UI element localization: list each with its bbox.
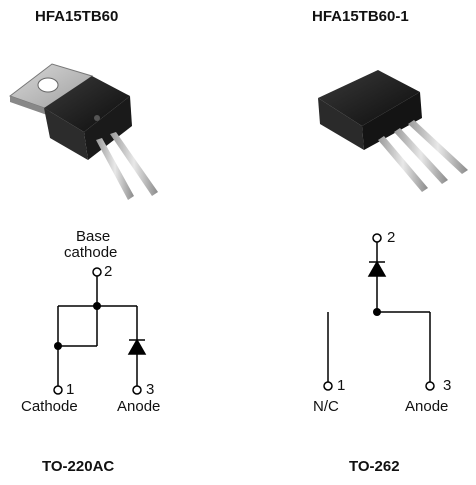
left-pin2-label-line2: cathode bbox=[64, 244, 118, 261]
right-schematic bbox=[323, 233, 435, 391]
right-pin3-terminal bbox=[425, 381, 435, 391]
right-pin1-number: 1 bbox=[337, 377, 346, 394]
right-pin1-terminal bbox=[323, 381, 333, 391]
left-pin3-number: 3 bbox=[146, 381, 155, 398]
left-pin1-number: 1 bbox=[66, 381, 75, 398]
left-pin1-label: Cathode bbox=[21, 398, 78, 415]
right-diode-symbol bbox=[367, 260, 387, 277]
right-pin3-label: Anode bbox=[405, 398, 449, 415]
left-part-number: HFA15TB60 bbox=[35, 8, 119, 25]
left-pin3-terminal bbox=[132, 385, 142, 395]
left-pin2-label-line1: Base bbox=[76, 228, 111, 245]
right-pin2-terminal bbox=[372, 233, 382, 243]
right-pin3-number: 3 bbox=[443, 377, 452, 394]
left-pin2-terminal bbox=[92, 267, 102, 277]
left-pin3-label: Anode bbox=[117, 398, 161, 415]
right-pin2-number: 2 bbox=[387, 229, 396, 246]
left-pin2-number: 2 bbox=[104, 263, 113, 280]
right-pin1-label: N/C bbox=[313, 398, 339, 415]
to262-package-image bbox=[318, 70, 468, 192]
left-pin1-terminal bbox=[53, 385, 63, 395]
left-diode-symbol bbox=[127, 338, 147, 355]
right-package-name: TO-262 bbox=[349, 458, 400, 475]
left-package-name: TO-220AC bbox=[42, 458, 115, 475]
right-part-number: HFA15TB60-1 bbox=[312, 8, 409, 25]
to220ac-package-image bbox=[8, 63, 158, 200]
left-schematic bbox=[53, 267, 147, 395]
